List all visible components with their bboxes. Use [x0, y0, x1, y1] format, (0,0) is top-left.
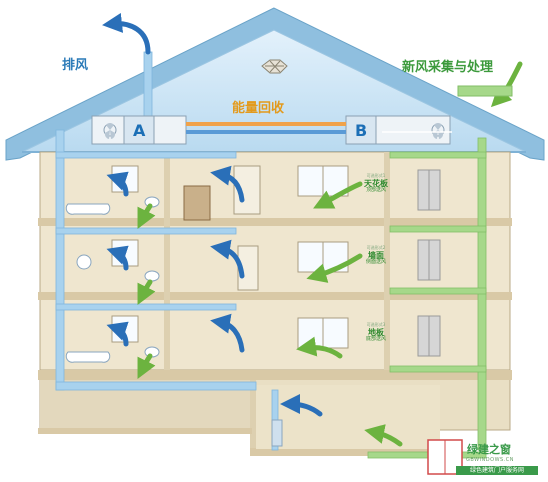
watermark-site-name: 绿建之窗 [467, 443, 511, 456]
supply-option-name: 天花板 [364, 178, 388, 188]
exhaust-arrow-icon [102, 12, 323, 417]
ventilation-unit-a [91, 115, 187, 145]
fresh-air-label: 新风采集与处理 [402, 60, 494, 75]
roof [5, 7, 545, 161]
supply-option-number: 可选形式3 [366, 322, 386, 327]
ventilation-unit-b [345, 115, 451, 145]
watermark-url: GBWINDOWS.CN [466, 457, 515, 463]
bathroom-fixtures [65, 196, 283, 447]
energy-recovery-link [186, 122, 346, 134]
energy-recovery-label: 能量回收 [232, 101, 285, 116]
unit-a-label: A [133, 121, 146, 140]
supply-option-wall: 可选形式2 墙面 侧面送风 [358, 245, 394, 266]
supply-option-name: 墙面 [368, 250, 384, 260]
supply-option-number: 可选形式1 [366, 173, 386, 178]
supply-option-name: 地板 [368, 327, 384, 337]
fresh-air-intake-bar [457, 85, 513, 97]
unit-b-label: B [355, 121, 368, 140]
vent-hexagon-icon [261, 59, 288, 74]
fan-icon [103, 123, 117, 139]
fresh-air-duct-network [367, 137, 487, 459]
supply-option-ceiling: 可选形式1 天花板 顶部送风 [358, 173, 394, 194]
exhaust-label: 排风 [62, 58, 89, 73]
fresh-air-arrow-icon [137, 61, 523, 447]
watermark-tagline: 绿色建筑门户服务网 [456, 466, 538, 475]
supply-option-mode: 底部送风 [365, 335, 386, 342]
supply-option-floor: 可选形式3 地板 底部送风 [358, 322, 394, 343]
supply-option-mode: 顶部送风 [365, 186, 386, 193]
elevator [417, 169, 441, 357]
supply-option-mode: 侧面送风 [365, 258, 386, 265]
supply-option-number: 可选形式2 [366, 245, 386, 250]
